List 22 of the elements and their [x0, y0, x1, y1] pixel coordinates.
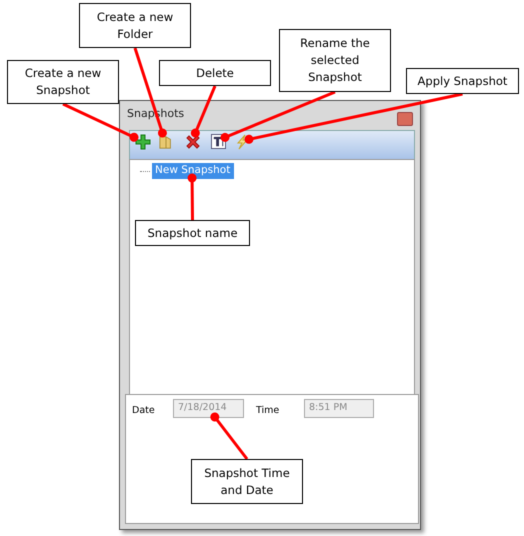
tree-item: New Snapshot — [152, 163, 234, 179]
field-label: Time — [256, 405, 280, 416]
field-label: Date — [132, 405, 155, 416]
input-field: 7/18/2014 — [173, 399, 244, 418]
leader-line — [62, 102, 138, 142]
leader-line — [210, 412, 248, 460]
callout-box: Snapshot Time and Date — [191, 459, 303, 504]
callout-box: Snapshot name — [135, 220, 250, 246]
callout-box: Rename the selected Snapshot — [279, 29, 391, 92]
delete-icon — [185, 134, 201, 150]
callout-box: Apply Snapshot — [406, 68, 519, 94]
input-field: 8:51 PM — [304, 399, 374, 418]
callout-box: Delete — [159, 60, 271, 86]
dialog-window — [119, 100, 421, 530]
folder-icon — [159, 134, 173, 150]
leader-line — [190, 85, 216, 138]
leader-line — [220, 90, 336, 142]
leader-line — [188, 174, 197, 220]
callout-box: Create a new Folder — [79, 3, 191, 48]
leader-line — [244, 92, 463, 144]
callout-box: Create a new Snapshot — [7, 60, 119, 104]
add-icon — [135, 134, 151, 150]
